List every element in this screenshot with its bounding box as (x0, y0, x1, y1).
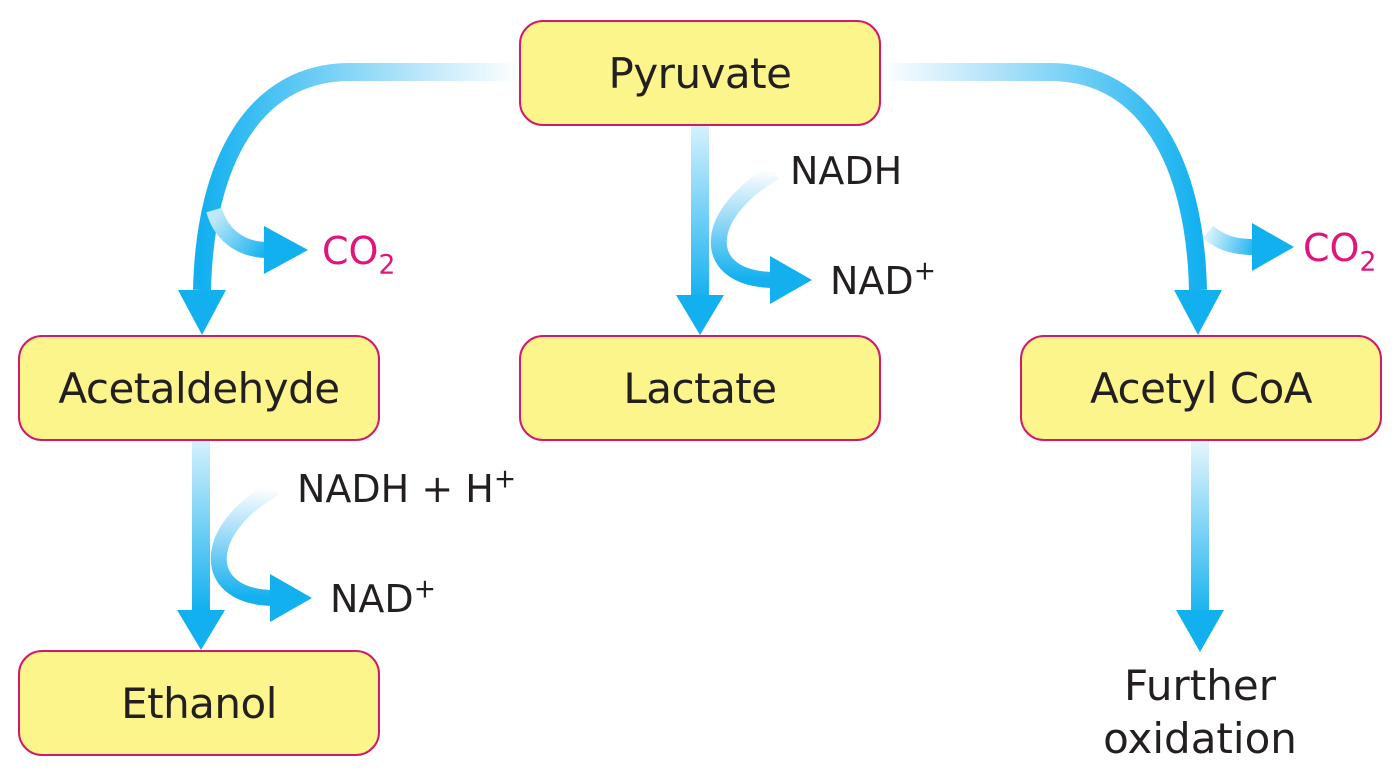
arrow-pyruvate-to-lactate (691, 125, 709, 297)
arrowhead-ethanol (177, 610, 225, 650)
co2-left-subscript: 2 (378, 249, 396, 281)
co2-right-label: CO2 (1303, 226, 1376, 275)
acetyl-coa-box: Acetyl CoA (1020, 335, 1382, 441)
arrowhead-nad-ethanol (270, 574, 312, 622)
arrowhead-lactate (676, 295, 724, 335)
arrow-co2-right (1202, 225, 1255, 255)
acetaldehyde-box: Acetaldehyde (18, 335, 380, 441)
ethanol-box: Ethanol (18, 650, 380, 756)
co2-right-base: CO (1303, 226, 1360, 270)
ethanol-nad-base: NAD (330, 577, 414, 621)
pyruvate-label: Pyruvate (608, 48, 792, 98)
arrow-co2-left (206, 207, 269, 258)
further-oxidation-line1: Further (1124, 661, 1276, 710)
arrowhead-further-oxidation (1176, 610, 1224, 652)
ethanol-label: Ethanol (121, 678, 277, 728)
lactate-nad-base: NAD (830, 259, 914, 303)
arrow-nadh-to-nad-ethanol (210, 481, 279, 606)
arrowhead-nad-lactate (770, 256, 812, 304)
lactate-nadh-label: NADH (790, 149, 903, 193)
ethanol-nadh-superscript: + (493, 463, 517, 495)
lactate-nad-label: NAD+ (830, 258, 936, 303)
acetaldehyde-label: Acetaldehyde (58, 363, 340, 413)
ethanol-nadh-base: NADH + H (297, 467, 494, 511)
further-oxidation-line2: oxidation (1103, 713, 1297, 763)
pyruvate-box: Pyruvate (519, 20, 881, 126)
arrow-nadh-to-nad-lactate (710, 165, 780, 288)
lactate-label: Lactate (623, 363, 777, 413)
co2-left-base: CO (322, 229, 379, 273)
arrow-acetaldehyde-to-ethanol (192, 440, 210, 612)
arrowhead-acetaldehyde (178, 290, 226, 335)
arrow-acetyl-coa-to-oxidation (1191, 440, 1209, 612)
arrowhead-acetyl-coa (1174, 290, 1222, 335)
arrowhead-co2-left (264, 226, 308, 274)
ethanol-nadh-label: NADH + H+ (297, 466, 516, 511)
acetyl-coa-label: Acetyl CoA (1089, 363, 1313, 413)
ethanol-nad-superscript: + (413, 573, 436, 605)
co2-right-subscript: 2 (1359, 246, 1377, 278)
lactate-box: Lactate (519, 335, 881, 441)
further-oxidation-label: Further oxidation (1090, 660, 1310, 765)
arrow-pyruvate-to-acetyl-coa (880, 63, 1207, 291)
arrowhead-co2-right (1252, 223, 1294, 271)
arrow-pyruvate-to-acetaldehyde (193, 63, 520, 291)
ethanol-nad-label: NAD+ (330, 576, 436, 621)
co2-left-label: CO2 (322, 229, 395, 278)
lactate-nad-superscript: + (913, 255, 936, 287)
